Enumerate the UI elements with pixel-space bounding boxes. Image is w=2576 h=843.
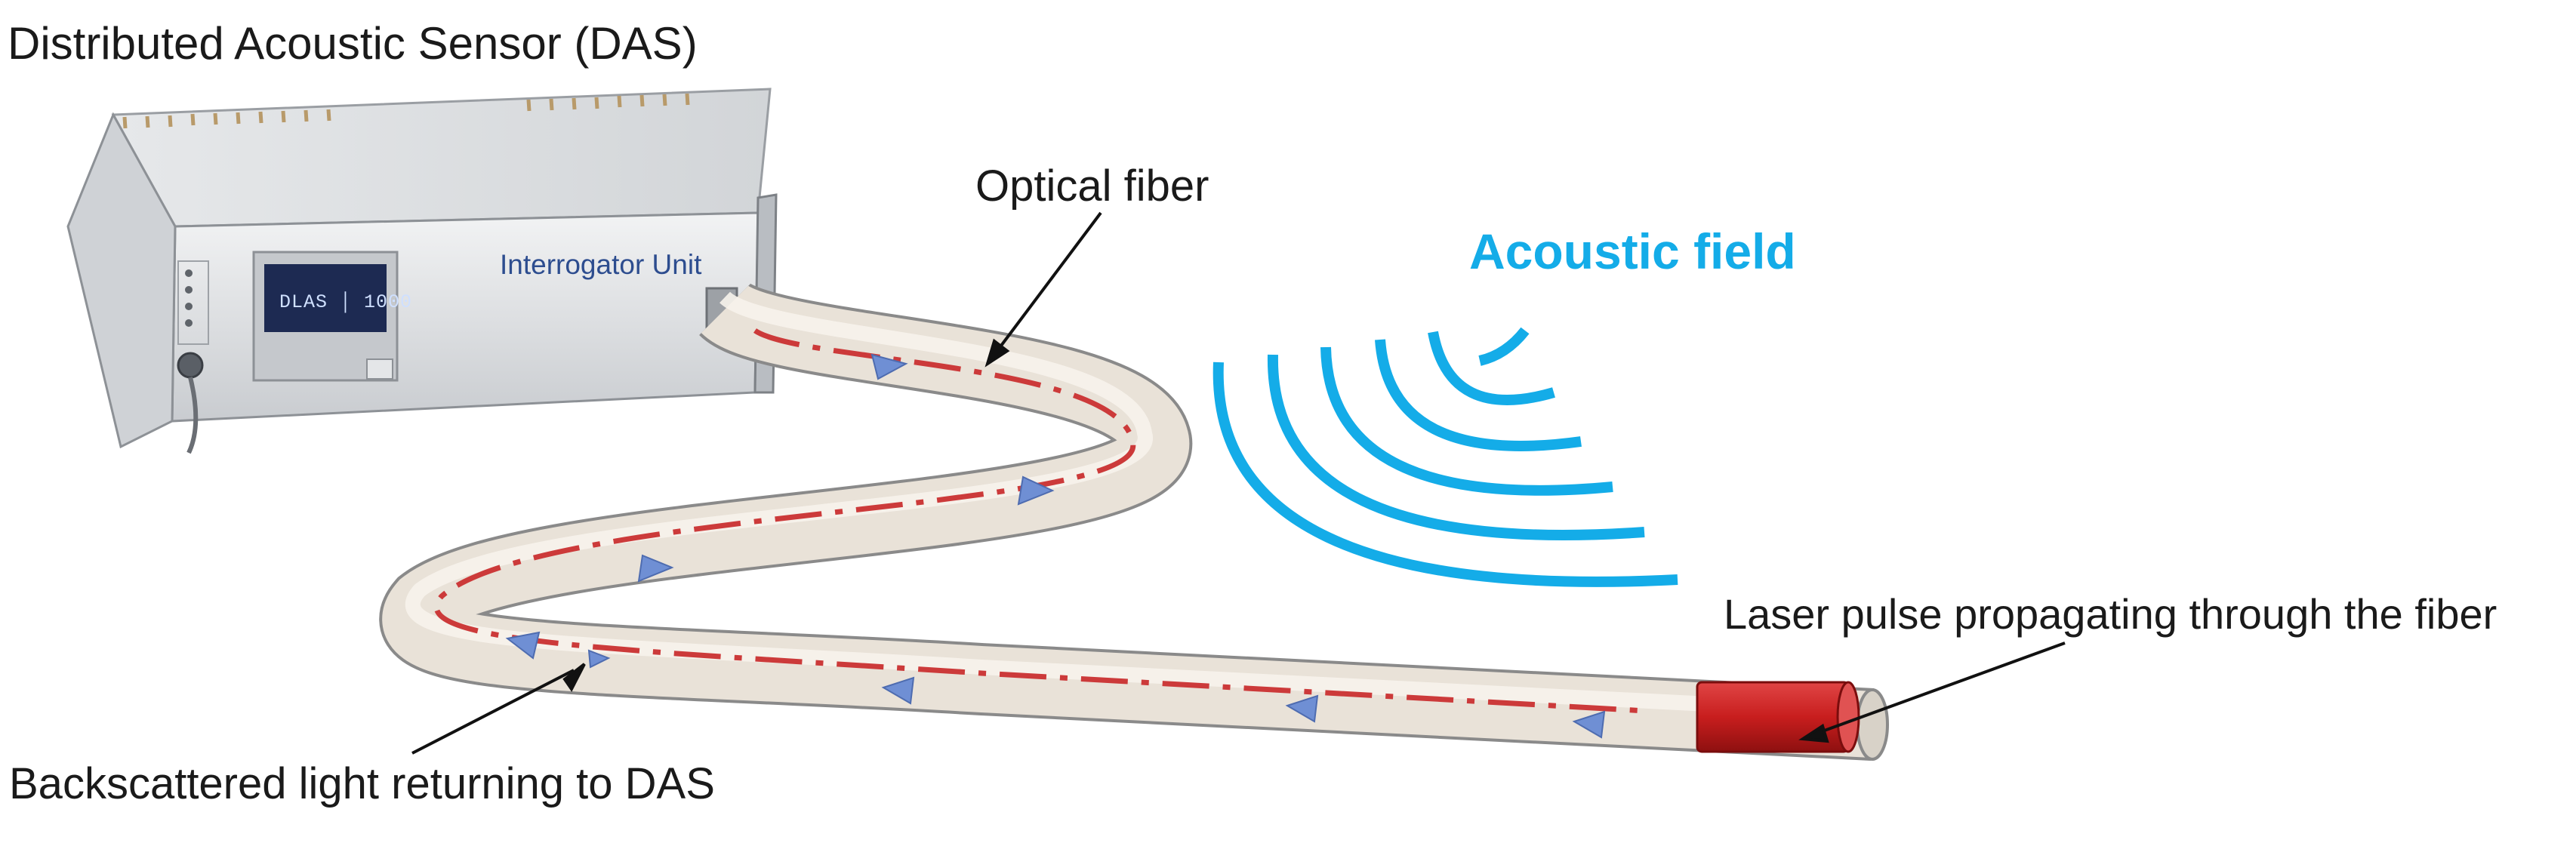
interrogator-unit — [66, 88, 778, 454]
backscatter-leader — [411, 669, 575, 755]
laser-pulse-cap — [1836, 681, 1860, 753]
display-readout: DLAS │ 1000 — [279, 291, 413, 313]
arrowhead — [637, 554, 674, 583]
optical-fiber-tube — [379, 281, 1889, 761]
fiber-body — [382, 283, 1875, 758]
acoustic-arc — [1320, 346, 1613, 496]
optical-fiber-arrowhead — [984, 338, 1010, 368]
arrowhead — [505, 631, 541, 660]
arrowhead — [870, 353, 908, 380]
arrowhead — [1285, 694, 1319, 723]
led-panel — [177, 260, 209, 345]
arrowhead — [587, 649, 611, 669]
status-leds — [185, 269, 193, 327]
optical-fiber-label: Optical fiber — [975, 162, 1209, 211]
leader-arrows — [411, 211, 2066, 755]
arrowhead — [881, 676, 915, 705]
laser-pulse-arrowhead — [1798, 723, 1829, 743]
acoustic-arc — [1428, 331, 1555, 405]
interrogator-unit-label: Interrogator Unit — [500, 249, 702, 280]
signal-arrowheads — [505, 353, 1606, 739]
acoustic-arc — [1213, 362, 1678, 587]
signal-line — [433, 328, 1647, 714]
acoustic-field-arcs — [1213, 327, 1678, 587]
unit-top — [111, 88, 772, 228]
backscattered-light-label: Backscattered light returning to DAS — [9, 759, 715, 808]
backscatter-arrowhead — [562, 663, 586, 692]
acoustic-arc — [1375, 339, 1582, 451]
arrowhead — [1572, 710, 1606, 739]
laser-pulse-leader — [1811, 641, 2066, 737]
optical-fiber-leader — [995, 211, 1102, 353]
unit-cable — [186, 377, 199, 454]
acoustic-arc — [1478, 327, 1530, 366]
rack-ear-left — [66, 112, 177, 449]
acoustic-arc — [1267, 354, 1645, 541]
unit-vents — [122, 93, 690, 129]
laser-pulse-label: Laser pulse propagating through the fibe… — [1724, 590, 2497, 638]
fiber-end — [1856, 688, 1889, 761]
acoustic-field-label: Acoustic field — [1469, 223, 1796, 279]
display-button — [366, 358, 393, 380]
diagram-title: Distributed Acoustic Sensor (DAS) — [8, 18, 698, 69]
key-switch-icon — [177, 352, 204, 379]
display-screen — [264, 264, 387, 332]
laser-pulse — [1696, 681, 1860, 753]
arrowhead — [1017, 475, 1055, 506]
